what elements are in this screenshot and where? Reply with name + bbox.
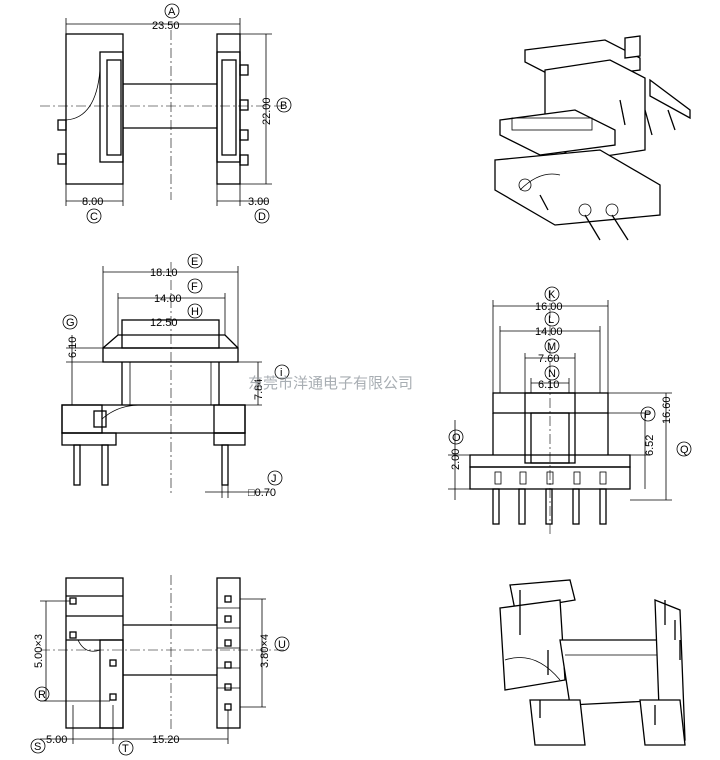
label-k: K xyxy=(548,289,556,301)
label-o: O xyxy=(452,432,461,444)
dim-f-value: 14.00 xyxy=(154,293,182,305)
dim-q-value: 16.60 xyxy=(661,396,673,424)
label-p: P xyxy=(644,409,651,421)
front-view: 18.10 E 14.00 F 12.50 H 6.10 G 7.84 i □0… xyxy=(61,253,290,499)
dim-i-value: 7.84 xyxy=(253,379,265,400)
label-u: U xyxy=(278,639,286,651)
dim-b-value: 22.00 xyxy=(261,97,273,125)
dim-j-value: □0.70 xyxy=(248,487,276,499)
dim-k-value: 16.00 xyxy=(535,301,563,313)
dim-e-value: 18.10 xyxy=(150,267,178,279)
label-n: N xyxy=(548,368,556,380)
watermark-text: 东莞市洋通电子有限公司 xyxy=(248,374,413,392)
dim-p-value: 6.52 xyxy=(644,435,656,456)
isometric-view-bottom xyxy=(499,579,686,746)
side-view: 16.00 K 14.00 L 7.60 M 6.10 N 2.00 O xyxy=(448,286,692,535)
label-h: H xyxy=(191,306,199,318)
label-m: M xyxy=(547,341,556,353)
dim-g-value: 6.10 xyxy=(67,337,79,358)
dim-c-value: 8.00 xyxy=(82,196,103,208)
label-d: D xyxy=(258,211,266,223)
label-i: i xyxy=(280,367,282,379)
dim-n-value: 6.10 xyxy=(538,379,559,391)
label-e: E xyxy=(191,256,198,268)
dim-u-value: 3.80×4 xyxy=(259,634,271,668)
label-f: F xyxy=(191,281,198,293)
dim-d-value: 3.00 xyxy=(248,196,269,208)
label-c: C xyxy=(90,211,98,223)
label-s: S xyxy=(34,741,41,753)
label-j: J xyxy=(271,473,277,485)
label-b: B xyxy=(280,100,287,112)
bottom-view: 5.00×3 R 3.80×4 U 5.00 15.20 S T xyxy=(30,575,290,756)
dim-r-value: 5.00×3 xyxy=(33,634,45,668)
label-g: G xyxy=(66,317,75,329)
dim-a-value: 23.50 xyxy=(152,20,180,32)
top-view: 23.50 A 22.00 B 8.00 C 3.00 D xyxy=(40,3,292,224)
dim-m-value: 7.60 xyxy=(538,353,559,365)
dim-t-value: 15.20 xyxy=(152,734,180,746)
dim-h-value: 12.50 xyxy=(150,317,178,329)
label-l: L xyxy=(548,314,554,326)
label-r: R xyxy=(38,689,46,701)
isometric-view-top xyxy=(494,35,691,241)
dim-l-value: 14.00 xyxy=(535,326,563,338)
label-a: A xyxy=(168,6,176,18)
label-t: T xyxy=(122,743,129,755)
dim-o-value: 2.00 xyxy=(450,449,462,470)
label-q: Q xyxy=(680,444,689,456)
dim-s-value: 5.00 xyxy=(46,734,67,746)
